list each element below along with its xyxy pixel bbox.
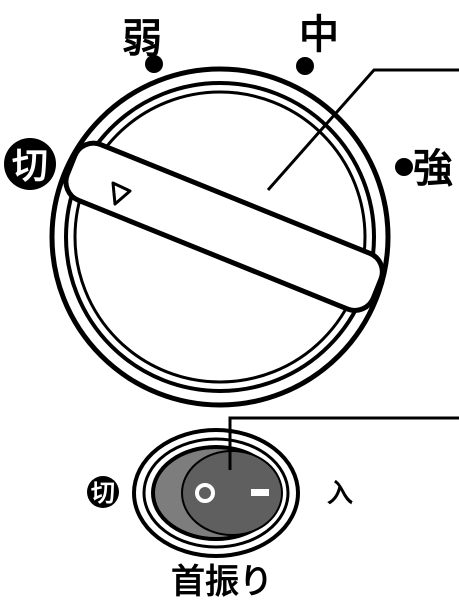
dial-dot-low [145, 55, 163, 73]
dial-knob-grip[interactable] [60, 137, 388, 316]
dial-knob-bar[interactable] [60, 137, 388, 316]
oscillation-caption: 首振り [171, 562, 273, 602]
switch-on-symbol [251, 489, 269, 496]
switch-off-symbol [195, 483, 215, 503]
speed-dial[interactable] [49, 66, 459, 408]
dial-label-high: 強 [413, 146, 453, 192]
switch-label-off: 切 [91, 479, 115, 507]
dial-dot-medium [296, 57, 314, 75]
dial-label-low: 弱 [122, 16, 162, 62]
dial-label-medium: 中 [299, 12, 339, 58]
dial-label-off-badge: 切 [4, 138, 56, 190]
switch-rocker[interactable] [181, 450, 283, 536]
dial-pointer-icon [111, 181, 132, 206]
switch-label-on: 入 [327, 479, 353, 509]
switch-off-badge-circle [87, 476, 119, 508]
oscillation-switch[interactable] [132, 416, 459, 558]
switch-callout-line [228, 416, 459, 470]
dial-dot-high [395, 158, 413, 176]
dial-off-badge-circle [4, 138, 56, 190]
dial-inner-ring [73, 90, 367, 384]
dial-callout-line [266, 68, 459, 191]
dial-label-off: 切 [12, 146, 48, 187]
switch-bezel-middle [142, 437, 290, 549]
switch-label-off-badge: 切 [87, 476, 119, 508]
dial-middle-ring [64, 81, 376, 393]
